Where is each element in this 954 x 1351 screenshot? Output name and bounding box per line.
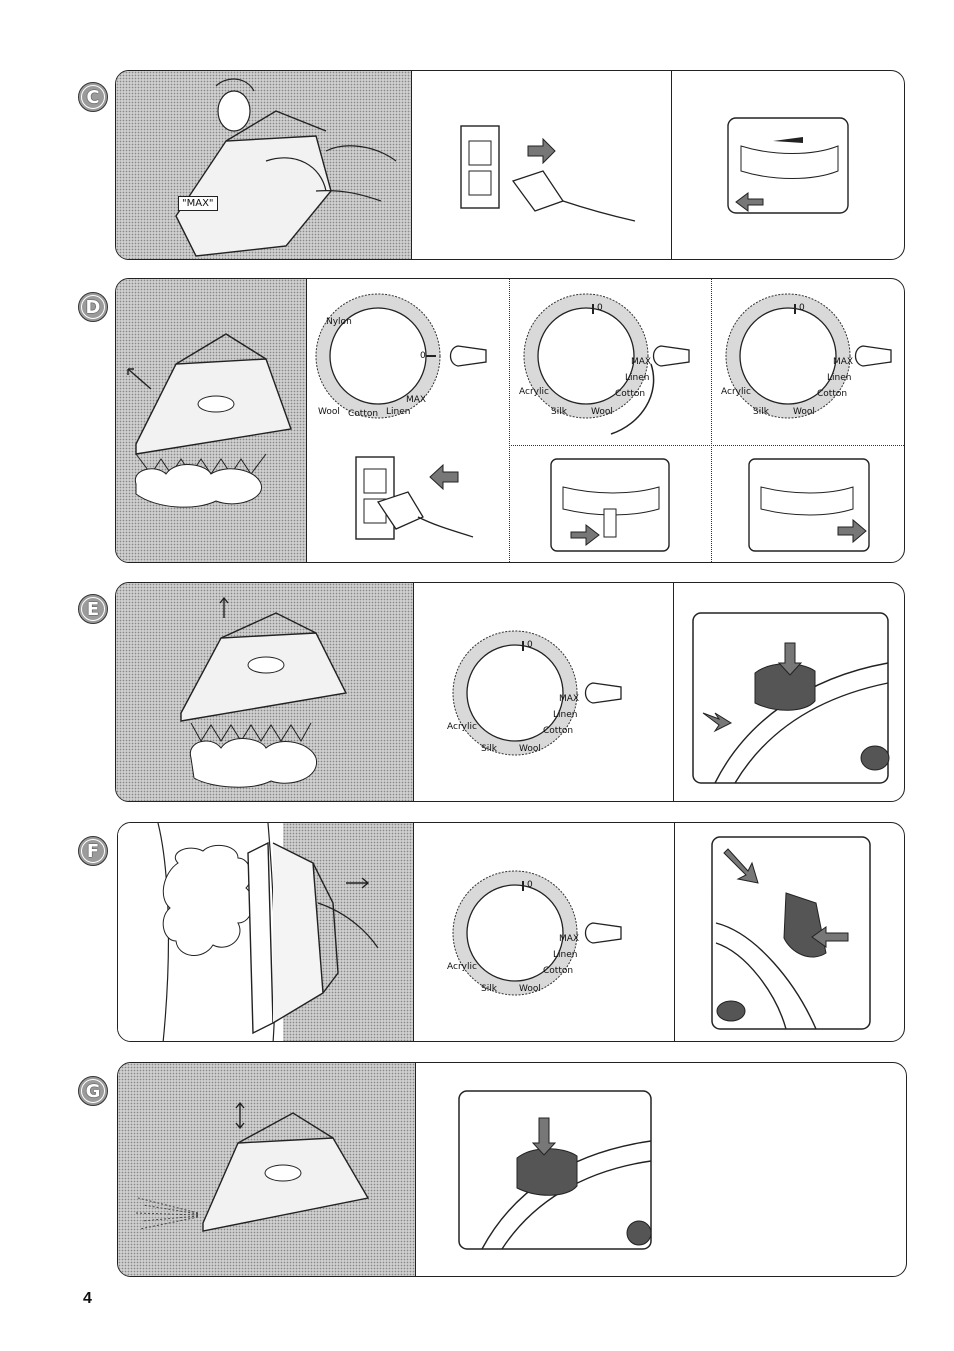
dial-label-silk: Silk <box>753 407 770 417</box>
dial-label-zero: 0 <box>597 303 603 313</box>
dial-label-nylon: Nylon <box>326 317 352 327</box>
dial-label-wool: Wool <box>793 407 815 417</box>
section-c-badge: C <box>78 82 108 112</box>
temperature-dial-nylon: Nylon 0 Wool Cotton Linen MAX <box>308 284 503 449</box>
section-g-badge: G <box>78 1076 108 1106</box>
section-g-panel <box>117 1062 907 1277</box>
dial-label-max: MAX <box>559 934 579 944</box>
dial-label-max: MAX <box>631 357 651 367</box>
dial-label-wool: Wool <box>318 407 340 417</box>
section-d-badge: D <box>78 292 108 322</box>
dial-label-cotton: Cotton <box>817 389 847 399</box>
temperature-dial-max: 0 Acrylic Silk Wool Cotton Linen MAX <box>713 284 905 449</box>
section-e-badge: E <box>78 594 108 624</box>
iron-vertical-steam-illustration <box>118 823 413 1042</box>
dial-label-silk: Silk <box>481 984 498 994</box>
dial-label-linen: Linen <box>625 373 649 383</box>
dial-label-wool: Wool <box>519 744 541 754</box>
dial-label-cotton: Cotton <box>543 726 573 736</box>
section-c-illustration-fill-water: "MAX" <box>116 71 411 259</box>
dial-label-silk: Silk <box>481 744 498 754</box>
iron-fill-water-illustration <box>116 71 411 260</box>
dial-label-acrylic: Acrylic <box>721 387 751 397</box>
dial-label-zero: 0 <box>799 303 805 313</box>
dial-label-zero: 0 <box>527 640 533 650</box>
plug-into-outlet-illustration <box>308 447 508 562</box>
temperature-dial-max-vertical: 0 Acrylic Silk Wool Cotton Linen MAX <box>415 823 673 1042</box>
section-d-illustration-self-clean <box>116 279 306 562</box>
steam-selector-off-illustration <box>673 71 905 260</box>
dial-label-zero: 0 <box>527 880 533 890</box>
iron-spray-illustration <box>118 1063 415 1277</box>
dial-label-max: MAX <box>406 395 426 405</box>
section-e-illustration-steam-burst <box>116 583 413 801</box>
dial-label-cotton: Cotton <box>543 966 573 976</box>
dial-label-cotton: Cotton <box>348 409 378 419</box>
temperature-dial-max-steam: 0 Acrylic Silk Wool Cotton Linen MAX <box>415 583 673 802</box>
steam-burst-button-illustration <box>675 583 905 802</box>
dial-label-cotton: Cotton <box>615 389 645 399</box>
dial-label-wool: Wool <box>591 407 613 417</box>
temperature-dial-max-rotating: 0 Acrylic Silk Wool Cotton Linen MAX <box>511 284 711 449</box>
dial-label-silk: Silk <box>551 407 568 417</box>
iron-self-clean-illustration <box>116 279 306 563</box>
iron-steam-burst-illustration <box>116 583 413 802</box>
section-d-panel: Nylon 0 Wool Cotton Linen MAX 0 Acrylic … <box>115 278 905 563</box>
dial-label-linen: Linen <box>386 407 410 417</box>
section-g-illustration-spray <box>118 1063 415 1276</box>
dial-label-acrylic: Acrylic <box>447 722 477 732</box>
dial-label-linen: Linen <box>553 950 577 960</box>
unplug-from-outlet-illustration <box>413 71 673 260</box>
dial-label-wool: Wool <box>519 984 541 994</box>
dial-label-linen: Linen <box>553 710 577 720</box>
section-c-panel: "MAX" <box>115 70 905 260</box>
dial-label-linen: Linen <box>827 373 851 383</box>
dial-label-acrylic: Acrylic <box>447 962 477 972</box>
dial-label-zero: 0 <box>420 351 426 361</box>
dial-label-max: MAX <box>559 694 579 704</box>
section-e-panel: 0 Acrylic Silk Wool Cotton Linen MAX <box>115 582 905 802</box>
spray-button-illustration <box>417 1063 657 1277</box>
self-clean-selector-down-illustration <box>511 447 711 562</box>
vertical-steam-button-illustration <box>676 823 905 1042</box>
section-f-panel: 0 Acrylic Silk Wool Cotton Linen MAX <box>117 822 905 1042</box>
max-water-level-label: "MAX" <box>178 196 218 211</box>
page-number: 4 <box>83 1290 92 1308</box>
steam-selector-on-illustration <box>713 447 905 562</box>
dial-label-acrylic: Acrylic <box>519 387 549 397</box>
section-f-badge: F <box>78 836 108 866</box>
dial-label-max: MAX <box>833 357 853 367</box>
section-f-illustration-vertical-steam <box>118 823 413 1041</box>
